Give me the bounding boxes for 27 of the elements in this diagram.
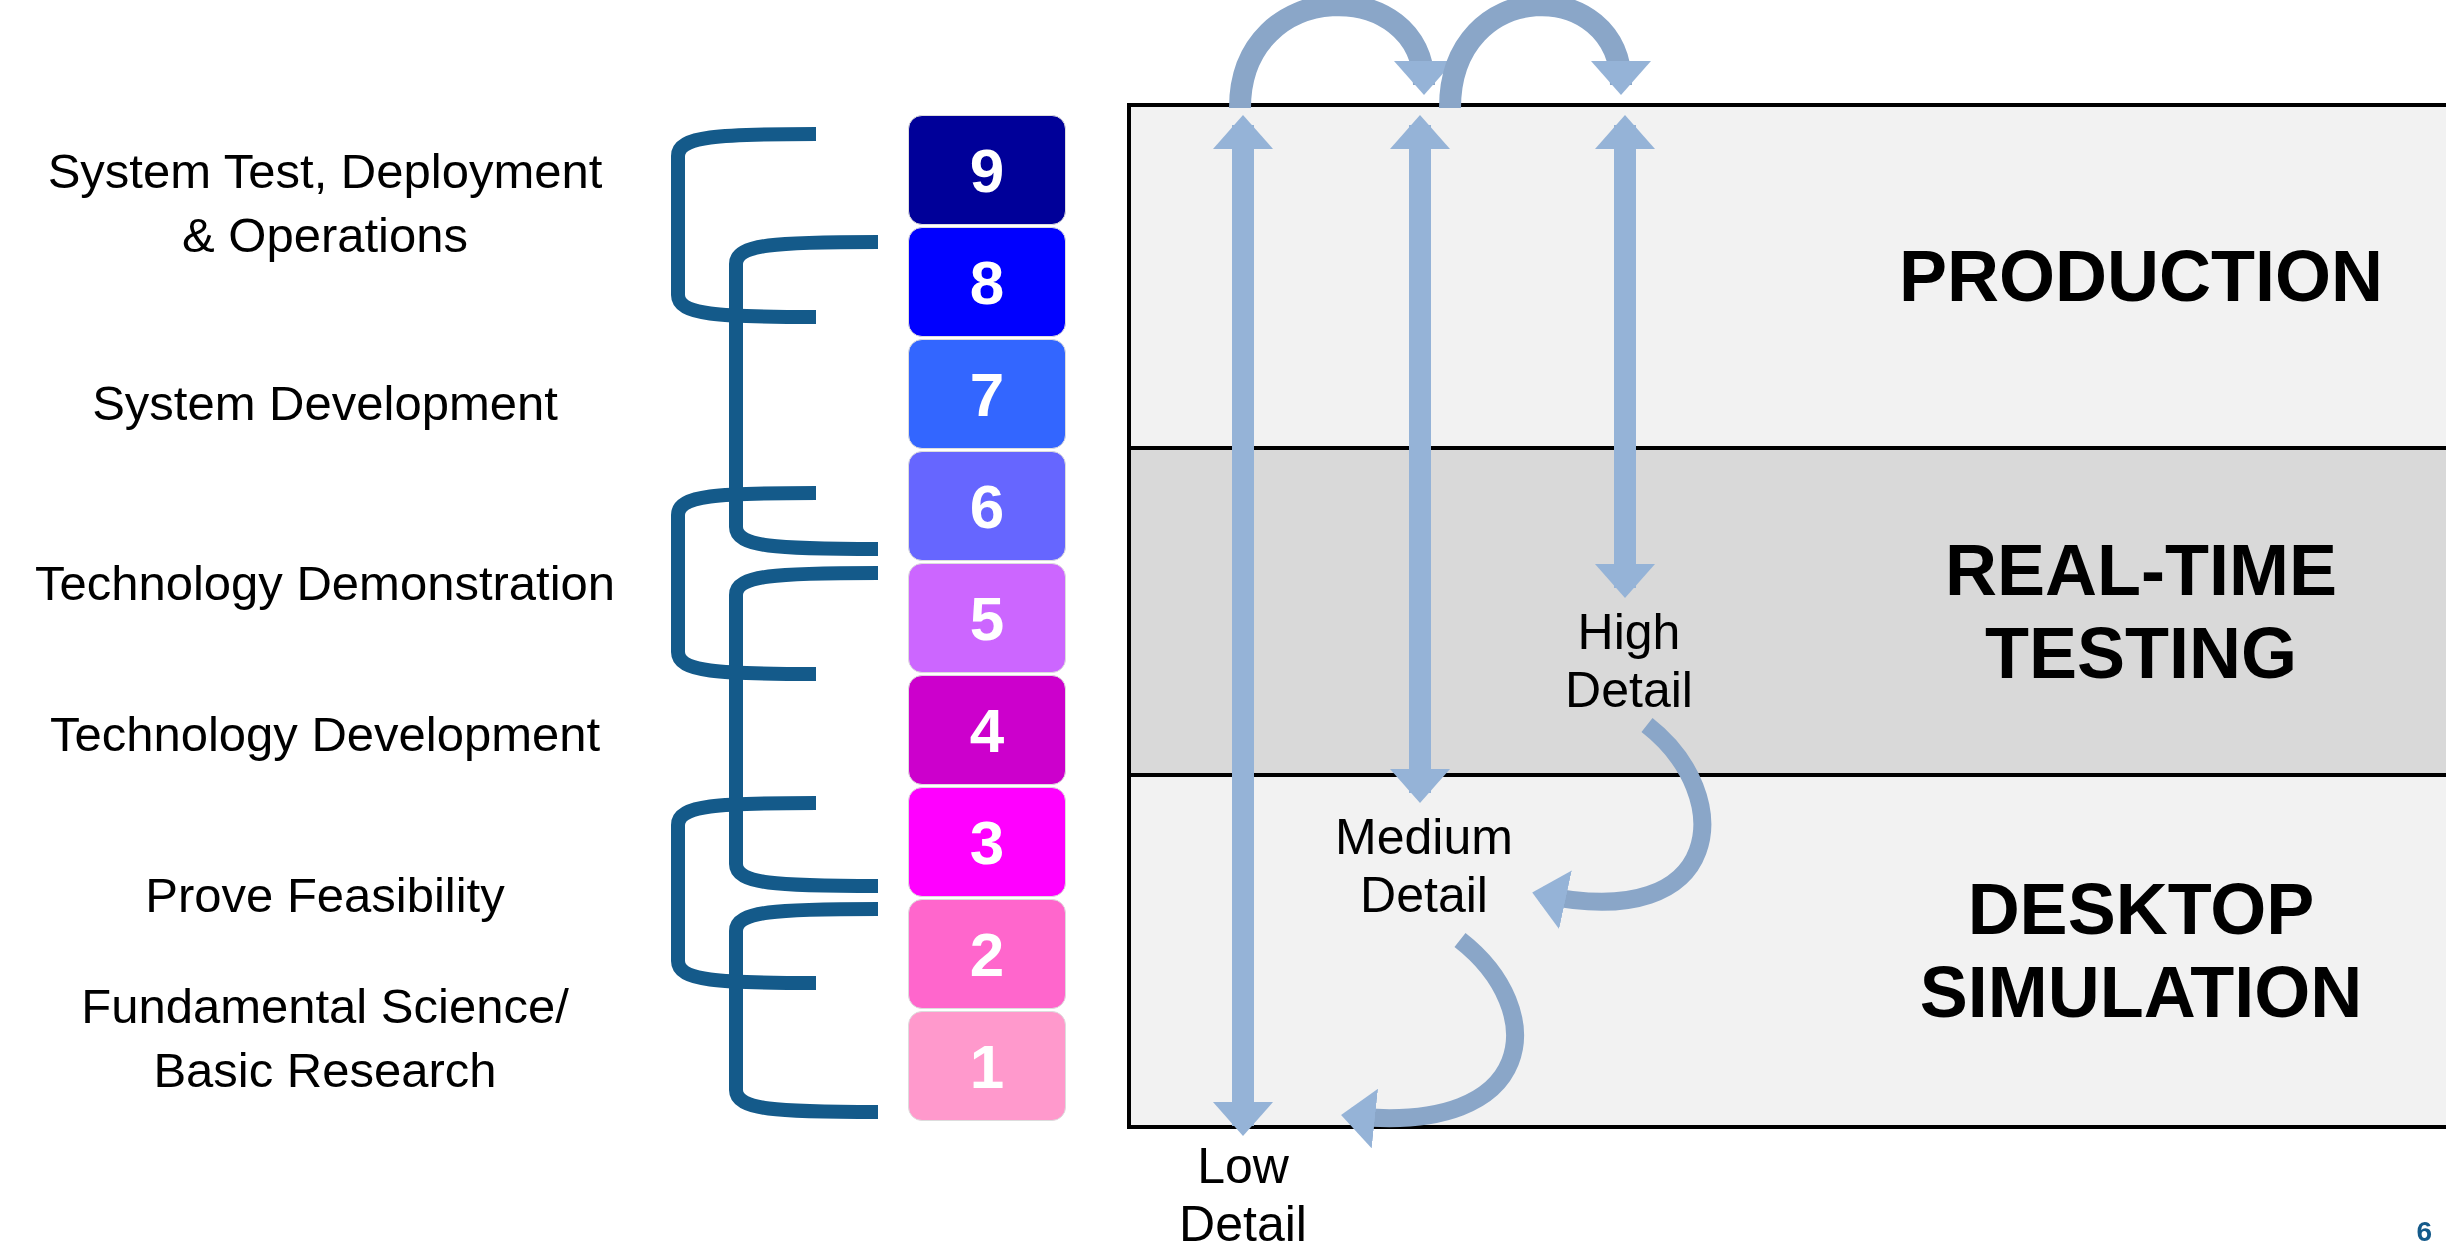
curved-arrow [1341,933,1524,1148]
level-box: 1 [908,1011,1066,1121]
level-box: 7 [908,339,1066,449]
level-box: 8 [908,227,1066,337]
detail-label: Medium Detail [1324,809,1524,924]
phase-label: Prove Feasibility [144,867,506,924]
curved-arrow [1213,115,1273,1136]
stage-title: DESKTOP SIMULATION [1918,868,2364,1034]
level-box: 5 [908,563,1066,673]
page-number: 6 [2416,1216,2432,1248]
phase-label: System Test, Deployment & Operations [46,143,604,264]
curved-arrow [1595,115,1655,598]
level-box: 3 [908,787,1066,897]
phase-label: System Development [91,375,559,432]
curved-arrow [1532,718,1711,928]
phase-label: Technology Development [48,706,602,763]
stage-title: REAL-TIME TESTING [1944,528,2338,695]
level-box: 4 [908,675,1066,785]
phase-label: Technology Demonstration [33,555,617,612]
level-box: 6 [908,451,1066,561]
detail-label: Low Detail [1133,1138,1353,1253]
detail-label: High Detail [1519,604,1739,719]
stage-title: PRODUCTION [1898,235,2384,319]
level-box: 9 [908,115,1066,225]
curved-arrow [1390,115,1450,803]
phase-label: Fundamental Science/ Basic Research [80,978,570,1099]
level-box: 2 [908,899,1066,1009]
